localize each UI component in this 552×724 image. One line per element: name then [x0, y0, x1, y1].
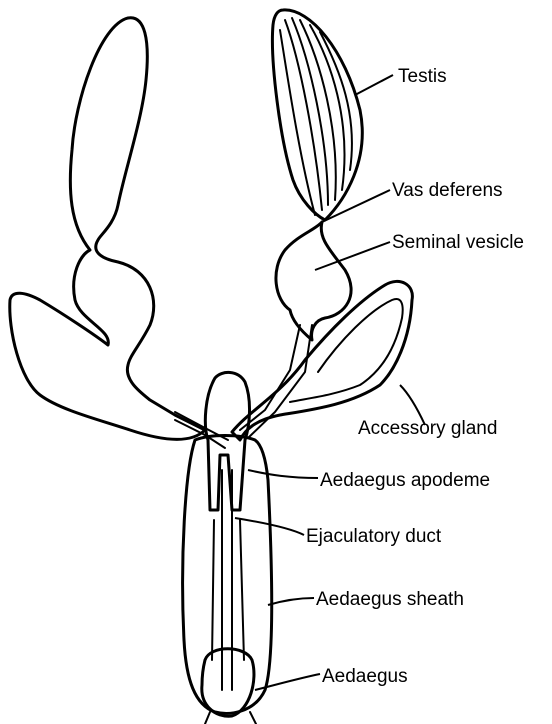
label-vas-deferens: Vas deferens — [392, 180, 503, 201]
label-testis: Testis — [398, 66, 447, 87]
label-ejaculatory-duct: Ejaculatory duct — [306, 526, 442, 547]
right-testis — [272, 10, 362, 220]
label-aedaegus: Aedaegus — [322, 666, 408, 687]
accessory-gland — [232, 281, 412, 440]
left-testis — [10, 18, 205, 440]
aedaegus — [202, 649, 254, 716]
label-aedaegus-sheath: Aedaegus sheath — [316, 589, 464, 610]
left-organs — [10, 18, 205, 440]
label-accessory-gland: Accessory gland — [358, 418, 497, 439]
aedaegus-apodeme — [205, 372, 249, 510]
label-aedaegus-apodeme: Aedaegus apodeme — [320, 470, 490, 491]
aedaegus-sheath — [183, 436, 272, 714]
label-seminal-vesicle: Seminal vesicle — [392, 232, 524, 253]
